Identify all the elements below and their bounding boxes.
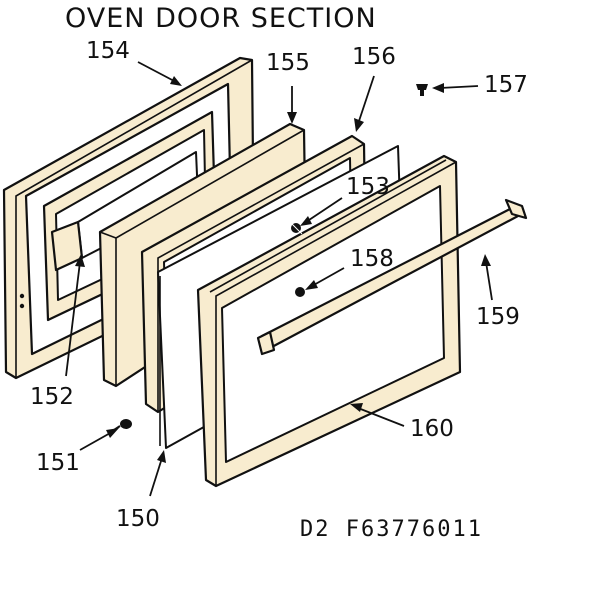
callout-157: 157 bbox=[484, 72, 528, 98]
part-151-screw bbox=[113, 419, 132, 431]
callout-158: 158 bbox=[350, 246, 394, 272]
part-153-screw bbox=[289, 221, 303, 235]
leader-lines bbox=[65, 61, 493, 497]
callout-156: 156 bbox=[352, 44, 396, 70]
part-160-outer-door bbox=[196, 154, 462, 488]
part-158-plug bbox=[295, 287, 305, 297]
callout-150: 150 bbox=[116, 506, 160, 532]
part-157-screw bbox=[416, 84, 428, 96]
callout-151: 151 bbox=[36, 450, 80, 476]
callout-159: 159 bbox=[476, 304, 520, 330]
drawing-code: D2 F63776011 bbox=[300, 517, 483, 542]
part-159-door-handle bbox=[256, 198, 528, 356]
diagram-title: OVEN DOOR SECTION bbox=[65, 3, 377, 34]
callout-152: 152 bbox=[30, 384, 74, 410]
callout-160: 160 bbox=[410, 416, 454, 442]
callout-153: 153 bbox=[346, 174, 390, 200]
callout-154: 154 bbox=[86, 38, 130, 64]
callout-155: 155 bbox=[266, 50, 310, 76]
